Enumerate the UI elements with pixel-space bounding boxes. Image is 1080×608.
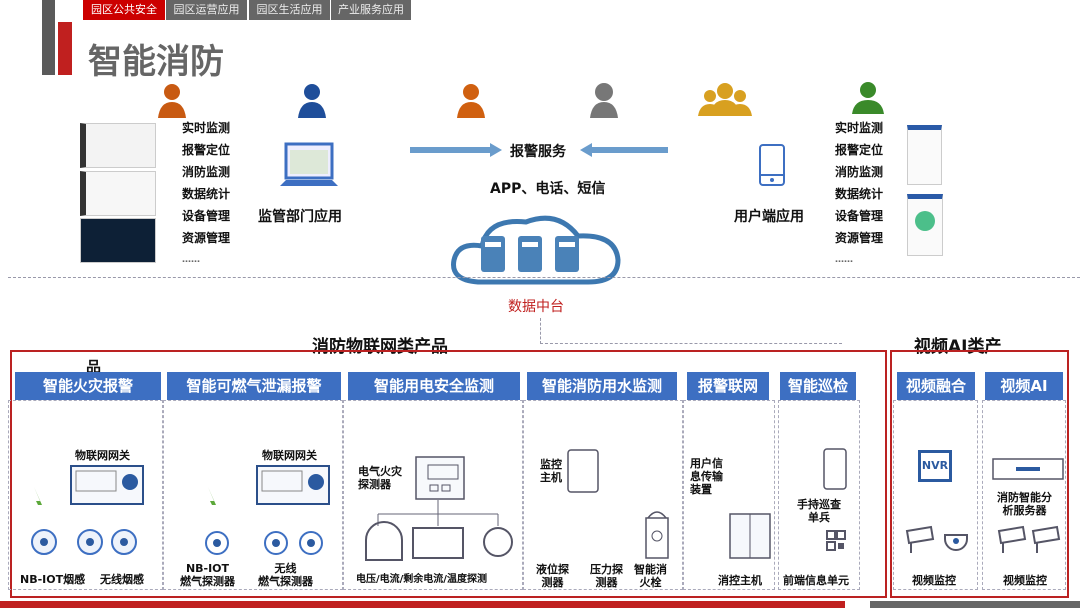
gateway-label: 物联网网关 bbox=[75, 449, 130, 462]
ai-server-icon bbox=[992, 458, 1064, 480]
left-feature-list: 实时监测报警定位消防监测数据统计设备管理资源管理…… bbox=[182, 121, 231, 265]
divider-line bbox=[8, 277, 1080, 278]
col-patrol bbox=[778, 400, 860, 590]
current-sensors-icon bbox=[365, 500, 513, 561]
electric-measure-label: 电压/电流/剩余电流/温度探测 bbox=[356, 574, 487, 585]
electric-detector-label: 电气火灾 探测器 bbox=[358, 465, 402, 491]
data-center-label: 数据中台 bbox=[508, 299, 564, 315]
smoke-detector-icon bbox=[31, 529, 57, 555]
bigscreen-screenshot bbox=[80, 218, 156, 263]
group-icon-gold bbox=[698, 83, 752, 116]
arrow-left-icon bbox=[580, 143, 668, 157]
tab-operations[interactable]: 园区运营应用 bbox=[166, 0, 247, 20]
smoke-detector-icon bbox=[111, 529, 137, 555]
col-alarm-net bbox=[683, 400, 775, 590]
nb-iot-smoke-label: NB-IOT烟感 bbox=[20, 573, 86, 586]
col-water bbox=[523, 400, 683, 590]
person-icon-gray bbox=[590, 83, 618, 118]
video-section-title: 视频AI类产 bbox=[914, 337, 1002, 357]
gas-detector-icon bbox=[205, 531, 229, 555]
qr-code-icon bbox=[826, 530, 846, 551]
person-icon-blue bbox=[298, 84, 326, 118]
level-detector-label: 液位探 测器 bbox=[536, 563, 569, 589]
hydrant-label: 智能消 火栓 bbox=[634, 563, 667, 589]
header-patrol: 智能巡检 bbox=[780, 372, 856, 400]
table-screenshot bbox=[80, 171, 156, 216]
iot-section-title: 消防物联网类产品 bbox=[312, 337, 448, 357]
gas-detector-icon bbox=[299, 531, 323, 555]
right-feature-list: 实时监测报警定位消防监测数据统计设备管理资源管理…… bbox=[835, 121, 884, 265]
mobile-screenshot-1 bbox=[907, 125, 942, 185]
ai-server-label: 消防智能分 析服务器 bbox=[997, 491, 1052, 517]
hydrant-icon bbox=[645, 511, 669, 559]
iot-section-title-overflow: 品 bbox=[86, 358, 102, 376]
header-electric-safety: 智能用电安全监测 bbox=[348, 372, 520, 400]
tab-industry[interactable]: 产业服务应用 bbox=[331, 0, 411, 20]
iot-section-box bbox=[10, 350, 887, 598]
wireless-signal-icon bbox=[34, 487, 44, 517]
dashboard-screenshot bbox=[80, 123, 156, 168]
arrow-right-icon bbox=[410, 143, 502, 157]
tab-public-safety[interactable]: 园区公共安全 bbox=[83, 0, 165, 20]
video-monitor-label: 视频监控 bbox=[1003, 574, 1047, 587]
connector-line bbox=[540, 318, 842, 344]
gateway-icon bbox=[256, 465, 330, 505]
alarm-channels: APP、电话、短信 bbox=[490, 181, 606, 197]
user-app-label: 用户端应用 bbox=[734, 209, 804, 225]
transmission-device-label: 用户信 息传输 装置 bbox=[690, 457, 723, 496]
col-video-fusion bbox=[893, 400, 978, 590]
camera-icon bbox=[997, 525, 1061, 553]
pressure-detector-label: 压力探 测器 bbox=[590, 563, 623, 589]
camera-icon bbox=[905, 525, 968, 553]
gas-detector-icon bbox=[264, 531, 288, 555]
laptop-icon bbox=[280, 142, 338, 186]
page-title: 智能消防 bbox=[88, 42, 224, 82]
fire-control-host-icon bbox=[729, 513, 771, 559]
monitor-host-label: 监控 主机 bbox=[540, 458, 562, 484]
gray-accent-bar bbox=[42, 0, 55, 75]
wireless-smoke-label: 无线烟感 bbox=[100, 573, 144, 586]
nb-iot-gas-label: NB-IOT 燃气探测器 bbox=[180, 562, 235, 588]
header-gas-leak: 智能可燃气泄漏报警 bbox=[167, 372, 341, 400]
supervision-app-label: 监管部门应用 bbox=[258, 209, 342, 225]
header-alarm-network: 报警联网 bbox=[687, 372, 769, 400]
wireless-signal-icon bbox=[208, 487, 218, 517]
phone-icon bbox=[759, 144, 785, 186]
video-monitor-label: 视频监控 bbox=[912, 574, 956, 587]
person-icon-orange bbox=[158, 84, 186, 118]
gateway-label: 物联网网关 bbox=[262, 449, 317, 462]
mobile-screenshot-2 bbox=[907, 194, 943, 256]
fire-control-host-label: 消控主机 bbox=[718, 574, 762, 587]
gateway-icon bbox=[70, 465, 144, 505]
header-fire-alarm: 智能火灾报警 bbox=[15, 372, 161, 400]
alarm-service-title: 报警服务 bbox=[510, 144, 566, 160]
handheld-phone-icon bbox=[823, 448, 847, 490]
col-fire-alarm bbox=[8, 400, 163, 590]
header-video-fusion: 视频融合 bbox=[897, 372, 975, 400]
col-video-ai bbox=[982, 400, 1066, 590]
front-end-unit-label: 前端信息单元 bbox=[783, 574, 849, 587]
col-gas bbox=[163, 400, 343, 590]
footer-red-bar bbox=[0, 601, 845, 608]
red-accent-bar bbox=[58, 22, 72, 75]
cloud-servers-icon bbox=[451, 215, 621, 285]
tab-life[interactable]: 园区生活应用 bbox=[249, 0, 330, 20]
nvr-icon: NVR bbox=[918, 450, 952, 482]
header-video-ai: 视频AI bbox=[985, 372, 1063, 400]
wireless-gas-label: 无线 燃气探测器 bbox=[258, 562, 313, 588]
video-section-box bbox=[890, 350, 1069, 598]
smoke-detector-icon bbox=[77, 529, 103, 555]
monitor-host-icon bbox=[567, 449, 599, 493]
person-icon-green bbox=[852, 82, 884, 114]
person-icon-orange-2 bbox=[457, 84, 485, 118]
header-water-monitor: 智能消防用水监测 bbox=[527, 372, 677, 400]
electric-fire-detector-icon bbox=[415, 456, 465, 500]
col-electric bbox=[343, 400, 523, 590]
handheld-patrol-label: 手持巡查 单兵 bbox=[797, 498, 841, 524]
footer-gray-bar bbox=[870, 601, 1080, 608]
